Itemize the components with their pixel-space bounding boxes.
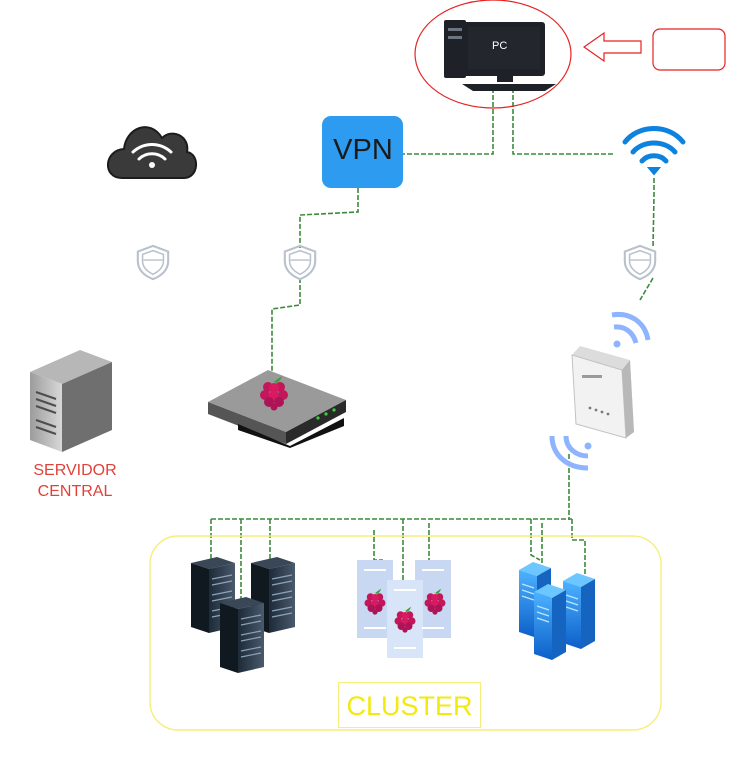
cloud-wifi-icon: [107, 126, 197, 179]
server-tower-icon: [30, 350, 112, 452]
shield-icon: [623, 244, 657, 281]
pc-label: PC: [492, 40, 508, 52]
servidor-label-line1: SERVIDOR: [33, 462, 117, 479]
raspberry-router-icon: [208, 370, 346, 448]
arrow-left-icon: [582, 31, 642, 63]
signal-waves-icon: [549, 435, 592, 471]
blue-server-icon: [562, 572, 596, 650]
wifi-icon: [622, 126, 686, 176]
server-rack-icon: [219, 596, 265, 674]
servidor-central-label: SERVIDOR CENTRAL: [20, 460, 130, 502]
empty-red-box[interactable]: [652, 28, 726, 71]
pc-highlight-ellipse: [414, 0, 572, 109]
monitor-icon[interactable]: [444, 20, 556, 91]
blue-server-icon: [533, 583, 567, 661]
signal-waves-icon: [611, 311, 651, 348]
vpn-box[interactable]: [322, 116, 403, 188]
cluster-container: [149, 535, 662, 731]
vpn-label: VPN: [333, 134, 393, 166]
raspberry-server-icon: [357, 560, 451, 658]
shield-icon: [283, 244, 317, 281]
servidor-label-line2: CENTRAL: [37, 483, 113, 500]
access-point-icon: [571, 346, 634, 439]
cluster-label: CLUSTER: [338, 682, 481, 728]
shield-icon: [136, 244, 170, 281]
